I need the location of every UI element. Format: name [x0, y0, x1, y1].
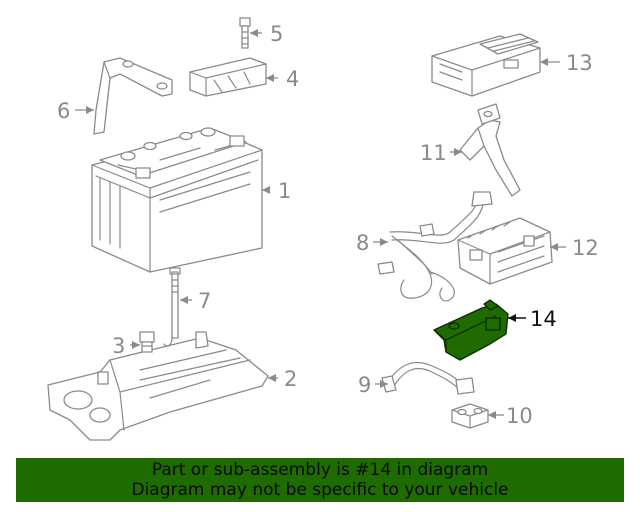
callout-4: 4: [286, 67, 299, 91]
callout-3: 3: [112, 334, 125, 358]
callout-numbers: 1 2 3 4 5 6 7 8 9 10 11 12 13 14: [57, 22, 599, 428]
callout-leaders: [75, 29, 566, 419]
positive-cable-part: [377, 191, 493, 302]
bolt-part-3: [139, 331, 155, 353]
negative-cable-part: [381, 361, 475, 395]
terminal-cover-part: [189, 57, 267, 97]
callout-6: 6: [57, 99, 70, 123]
parts-diagram: 1 2 3 4 5 6 7 8 9 10 11 12 13 14: [47, 17, 599, 441]
highlighted-part-14: [433, 299, 509, 361]
banner-line-1: Part or sub-assembly is #14 in diagram: [151, 460, 489, 480]
banner-line-2: Diagram may not be specific to your vehi…: [131, 480, 509, 500]
callout-10: 10: [506, 404, 533, 428]
callout-13: 13: [566, 51, 593, 75]
info-banner: Part or sub-assembly is #14 in diagram D…: [16, 458, 624, 502]
callout-14: 14: [530, 307, 557, 331]
callout-9: 9: [358, 373, 371, 397]
callout-1: 1: [278, 179, 291, 203]
callout-12: 12: [572, 236, 599, 260]
callout-5: 5: [270, 22, 283, 46]
control-module-part: [431, 33, 541, 97]
fuse-block-part: [457, 217, 553, 285]
bolt-part-5: [239, 17, 251, 49]
battery-tray-part: [47, 331, 269, 441]
terminal-part-10: [451, 403, 489, 429]
callout-2: 2: [284, 367, 297, 391]
hold-down-bracket-part: [93, 57, 173, 135]
bracket-part-11: [459, 103, 521, 197]
callout-8: 8: [356, 231, 369, 255]
callout-11: 11: [420, 141, 447, 165]
j-bolt-part: [163, 267, 181, 347]
callout-7: 7: [198, 289, 211, 313]
battery-part: [91, 127, 263, 273]
